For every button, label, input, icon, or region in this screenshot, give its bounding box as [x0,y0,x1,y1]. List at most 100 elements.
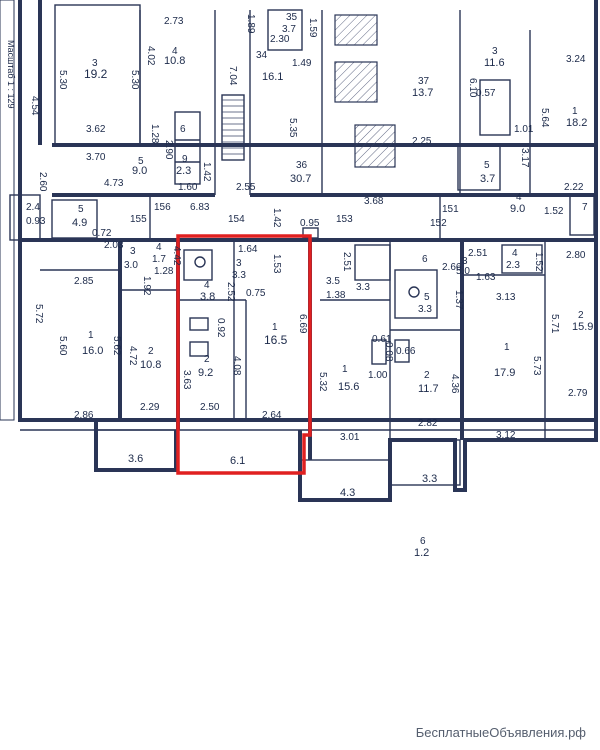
plan-label-n4c: 4 [156,242,162,253]
balconies [95,429,461,501]
plan-label-d0-57: 0.57 [476,88,496,99]
plan-label-d4-42: 4.42 [171,246,182,266]
plan-label-n2-4: 2.4 [26,202,40,213]
plan-label-a17-9: 17.9 [494,367,515,379]
plan-label-d0-08: 0.08 [383,342,394,362]
plan-label-r153: 153 [336,214,353,225]
plan-label-d1-49: 1.49 [292,58,312,69]
highlighted-apartment [176,234,312,475]
plan-label-n7: 7 [582,202,588,213]
plan-label-d5-30a: 5.30 [57,70,68,90]
top-section [9,4,595,241]
plan-label-n4-3: 4.3 [340,487,355,499]
plan-label-d2-82: 2.82 [418,418,438,429]
plan-label-d5-73: 5.73 [531,356,542,376]
plan-label-d5-35: 5.35 [287,118,298,138]
plan-label-d2-80: 2.80 [566,250,586,261]
plan-label-d2-22: 2.22 [564,182,584,193]
plan-label-a1-7: 1.7 [152,254,166,265]
plan-label-n5d: 5 [424,292,430,303]
plan-label-d0-61: 0.61 [372,334,392,345]
plan-label-d2-64: 2.64 [262,410,282,421]
plan-label-a13-7: 13.7 [412,87,433,99]
plan-label-d1-01: 1.01 [514,124,534,135]
plan-label-d2-60: 2.60 [37,172,48,192]
plan-label-n2c: 2 [424,370,430,381]
plan-label-a3-7b: 3.7 [480,173,495,185]
plan-label-d1-53: 1.53 [271,254,282,274]
plan-label-a16-1: 16.1 [262,71,283,83]
plan-label-d4-54: 4.54 [29,96,40,116]
plan-label-a15-6: 15.6 [338,381,359,393]
scale-strip [0,0,15,421]
plan-label-a2-3b: 2.3 [506,260,520,271]
plan-label-n2b: 2 [148,346,154,357]
plan-label-d3-24: 3.24 [566,54,586,65]
plan-label-a16-5: 16.5 [264,333,288,347]
plan-label-d5-71: 5.71 [549,314,560,334]
plan-label-n3d: 3 [236,258,242,269]
plan-label-d3-13: 3.13 [496,292,516,303]
plan-label-d3-68: 3.68 [364,196,384,207]
plan-label-n4a: 4 [172,46,178,57]
plan-label-d1-42b: 1.42 [271,208,282,228]
plan-label-d5-72: 5.72 [33,304,44,324]
plan-label-n3e: 3 [462,256,468,267]
plan-label-n2a: 2 [204,354,210,365]
plan-label-n3b: 3 [492,46,498,57]
plan-label-d2-51b: 2.51 [468,248,488,259]
plan-label-d1-37: 1.37 [453,290,464,310]
plan-label-d2-85: 2.85 [74,276,94,287]
plan-labels: 3 19.2 5.30 5.30 3.62 4 10.8 2.73 4.02 3… [26,12,593,559]
scale-label: Масштаб 1 : 129 [6,40,16,109]
plan-label-n36: 36 [296,160,308,171]
plan-label-d1-92: 1.92 [141,276,152,296]
plan-label-n6-1: 6.1 [230,455,245,467]
plan-label-d5-32: 5.32 [317,372,328,392]
plan-label-d1-42: 1.42 [201,162,212,182]
plan-label-a10-8: 10.8 [164,55,185,67]
plan-label-n35: 35 [286,12,298,23]
plan-label-d4-02: 4.02 [145,46,156,66]
plan-label-d7-04: 7.04 [227,66,238,86]
plan-label-n3-5: 3.5 [326,276,340,287]
plan-label-d2-55: 2.55 [236,182,256,193]
plan-label-d1-64: 1.64 [238,244,258,255]
plan-label-d1-00: 1.00 [368,370,388,381]
plan-label-d6-83: 6.83 [190,202,210,213]
plan-label-d0-66: 0.66 [396,346,416,357]
plan-label-n1d: 1 [342,364,348,375]
plan-label-d2-30: 2.30 [270,34,290,45]
site-watermark: БесплатныеОбъявления.рф [415,725,586,740]
plan-label-n3c: 3 [130,246,136,257]
plan-label-d2-66: 2.66 [442,262,462,273]
plan-label-n4e: 4 [512,248,518,259]
plan-label-n4d: 4 [204,280,210,291]
plan-label-n5a: 5 [138,156,144,167]
plan-label-d2-03: 2.03 [104,240,124,251]
plan-label-d6-10: 6.10 [467,78,478,98]
plan-label-d1-52b: 1.52 [533,252,544,272]
plan-label-a11-7: 11.7 [418,383,439,395]
plan-label-d5-30b: 5.30 [129,70,140,90]
plan-label-d3-17: 3.17 [519,148,530,168]
plan-label-d3-12: 3.12 [496,430,516,441]
plan-label-a4-9: 4.9 [72,217,87,229]
plan-label-a1-2: 1.2 [414,547,429,559]
plan-label-a3-3b: 3.3 [418,304,432,315]
corridor [149,195,441,240]
plan-label-a30-7: 30.7 [290,173,311,185]
plan-label-a3-8: 3.8 [200,291,215,303]
plan-label-a3-7a: 3.7 [282,24,296,35]
plan-label-d2-29: 2.29 [140,402,160,413]
plan-label-d2-52: 2.52 [225,282,236,302]
plan-label-n3-3a: 3.3 [356,282,370,293]
plan-label-d3-70: 3.70 [86,152,106,163]
plan-label-n6b: 6 [422,254,428,265]
plan-label-r154: 154 [228,214,245,225]
plan-label-d3-01: 3.01 [340,432,360,443]
plan-label-a3-3a: 3.3 [232,270,246,281]
plan-label-n1c: 1 [88,330,94,341]
plan-label-n5b: 5 [484,160,490,171]
plan-label-n4b: 4 [516,192,522,203]
